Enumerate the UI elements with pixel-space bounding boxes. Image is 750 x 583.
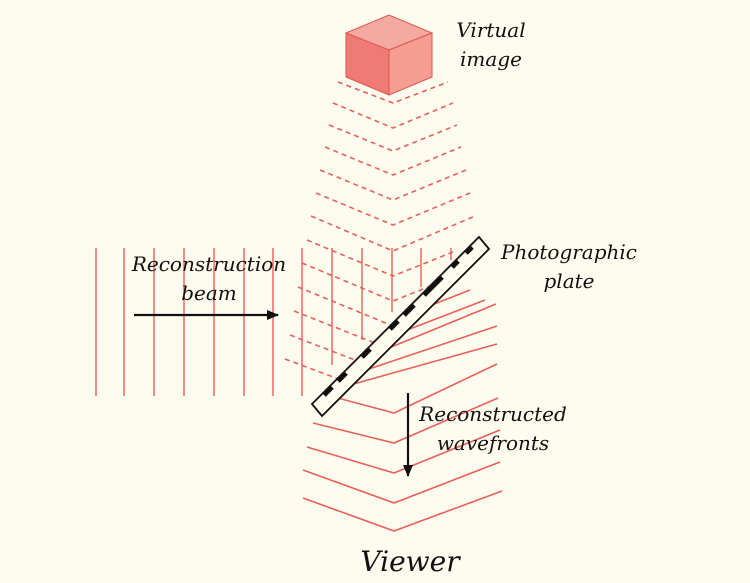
- virtual-wavefront: [315, 192, 471, 226]
- virtual-wavefront: [293, 310, 381, 346]
- reconstructed-wavefront: [401, 299, 486, 333]
- reconstructed-wavefronts-label-line1: Reconstructed: [419, 402, 567, 426]
- virtual-wavefront: [332, 102, 454, 129]
- plate-fringe: [450, 259, 460, 269]
- virtual-wavefront: [337, 81, 449, 104]
- virtual-wavefront: [324, 146, 462, 176]
- photographic-plate-label: Photographic plate: [496, 238, 642, 296]
- reconstructed-wavefronts: [302, 289, 503, 532]
- virtual-wavefront: [306, 239, 454, 277]
- virtual-wavefront: [310, 215, 476, 252]
- plate-fringe: [336, 371, 348, 383]
- reconstructed-wavefront: [349, 343, 498, 386]
- photographic-plate-label-line2: plate: [543, 269, 595, 293]
- plate-fringe: [322, 385, 334, 397]
- photographic-plate-label-line1: Photographic: [500, 240, 638, 264]
- plate-fringes: [322, 245, 474, 397]
- reconstruction-beam-label: Reconstruction beam: [126, 250, 292, 308]
- reconstruction-beam-label-line2: beam: [181, 281, 237, 305]
- reconstructed-wavefront: [306, 429, 501, 474]
- reconstructed-wavefronts-label-line2: wavefronts: [436, 431, 550, 455]
- plate-fringe: [360, 347, 372, 359]
- virtual-image-label: Virtual image: [446, 16, 536, 74]
- virtual-image-cube: [344, 14, 434, 96]
- viewer-label: Viewer: [360, 545, 460, 578]
- reconstructed-wavefront: [383, 303, 497, 351]
- cube-side-face: [388, 32, 433, 96]
- plate-fringe: [464, 245, 474, 255]
- reconstruction-beam-wavefronts: [95, 248, 452, 396]
- virtual-image-label-line2: image: [460, 47, 522, 71]
- reconstructed-wavefront: [312, 397, 499, 444]
- virtual-wavefront: [284, 358, 353, 385]
- reconstructed-wavefront: [302, 490, 503, 532]
- reconstructed-wavefront: [365, 325, 498, 371]
- plate-outline: [310, 235, 491, 418]
- virtual-image-label-line1: Virtual: [456, 18, 526, 42]
- virtual-wavefront: [328, 124, 458, 152]
- plate-fringe: [388, 319, 400, 331]
- plate-fringe: [422, 275, 444, 297]
- virtual-wavefront: [301, 262, 434, 302]
- virtual-wavefront: [297, 286, 394, 327]
- reconstructed-wavefront: [302, 461, 501, 504]
- reconstruction-beam-label-line1: Reconstruction: [131, 252, 287, 276]
- virtual-wavefront: [289, 334, 369, 366]
- photographic-plate: [310, 235, 491, 418]
- reconstructed-wavefronts-label: Reconstructed wavefronts: [414, 400, 572, 458]
- plate-fringe: [402, 303, 416, 317]
- virtual-wavefronts: [284, 81, 476, 385]
- reconstructed-wavefront: [333, 363, 498, 414]
